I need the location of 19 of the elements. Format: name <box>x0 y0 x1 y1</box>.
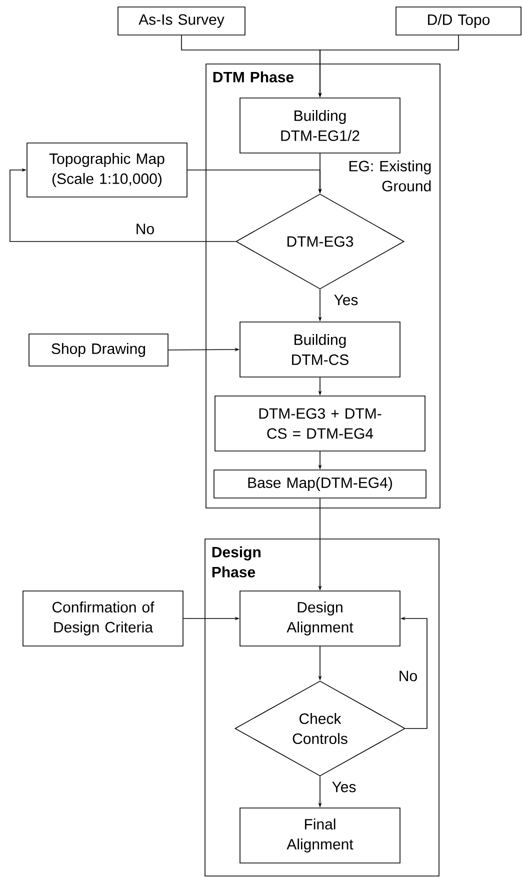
edge-label: No <box>134 222 156 236</box>
note-text: EG: Existing Ground <box>349 160 431 192</box>
process-box: D/D Topo <box>396 6 522 36</box>
process-box: Building DTM-CS <box>240 322 400 378</box>
process-box: Building DTM-EG1/2 <box>240 98 400 154</box>
phase-heading: DTM Phase <box>213 71 294 82</box>
process-box: Confirmation of Design Criteria <box>22 590 184 646</box>
process-box: Design Alignment <box>240 590 400 646</box>
process-box: Final Alignment <box>240 808 400 864</box>
process-box: Base Map(DTM-EG4) <box>214 470 426 498</box>
process-box: Shop Drawing <box>28 334 168 366</box>
edge-label: Yes <box>332 294 360 306</box>
phase-heading: Design Phase <box>212 546 260 578</box>
edge-label: No <box>397 670 419 682</box>
edge-label: Yes <box>330 780 358 794</box>
process-box: As-Is Survey <box>118 6 246 36</box>
process-box: Topographic Map (Scale 1:10,000) <box>26 142 188 198</box>
arrow <box>10 168 236 242</box>
process-box: DTM-EG3 + DTM-CS = DTM-EG4 <box>214 396 426 452</box>
